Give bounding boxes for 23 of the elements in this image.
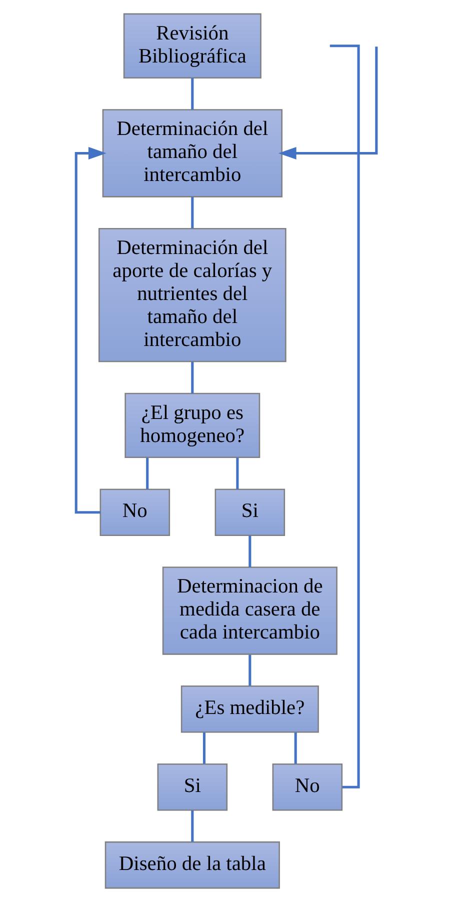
node-box: Determinacion de medida casera de cada intercambio (162, 566, 338, 655)
node-box: Revisión Bibliográfica (123, 13, 262, 78)
connector (191, 810, 194, 842)
connector (146, 458, 149, 490)
node-box: Si (157, 763, 228, 811)
node-box: No (100, 488, 170, 536)
node-box: ¿Es medible? (180, 686, 319, 733)
node-box: Si (214, 488, 286, 536)
node-box: ¿El grupo es homogeneo? (124, 392, 260, 458)
node-box: Diseño de la tabla (104, 841, 280, 889)
connector (248, 536, 252, 568)
connector (248, 654, 252, 686)
arrow (278, 46, 378, 160)
connector (191, 78, 194, 110)
connector (191, 196, 194, 228)
arrow (74, 146, 106, 514)
node-box: Determinación del aporte de calorías y nutrientes del tamaño del intercambio (98, 228, 286, 362)
connector (294, 732, 297, 764)
connector (236, 458, 239, 490)
connector (202, 732, 206, 764)
node-box: Determinación del tamaño del intercambio (102, 109, 282, 198)
connector (191, 362, 194, 394)
node-box: No (272, 763, 343, 811)
